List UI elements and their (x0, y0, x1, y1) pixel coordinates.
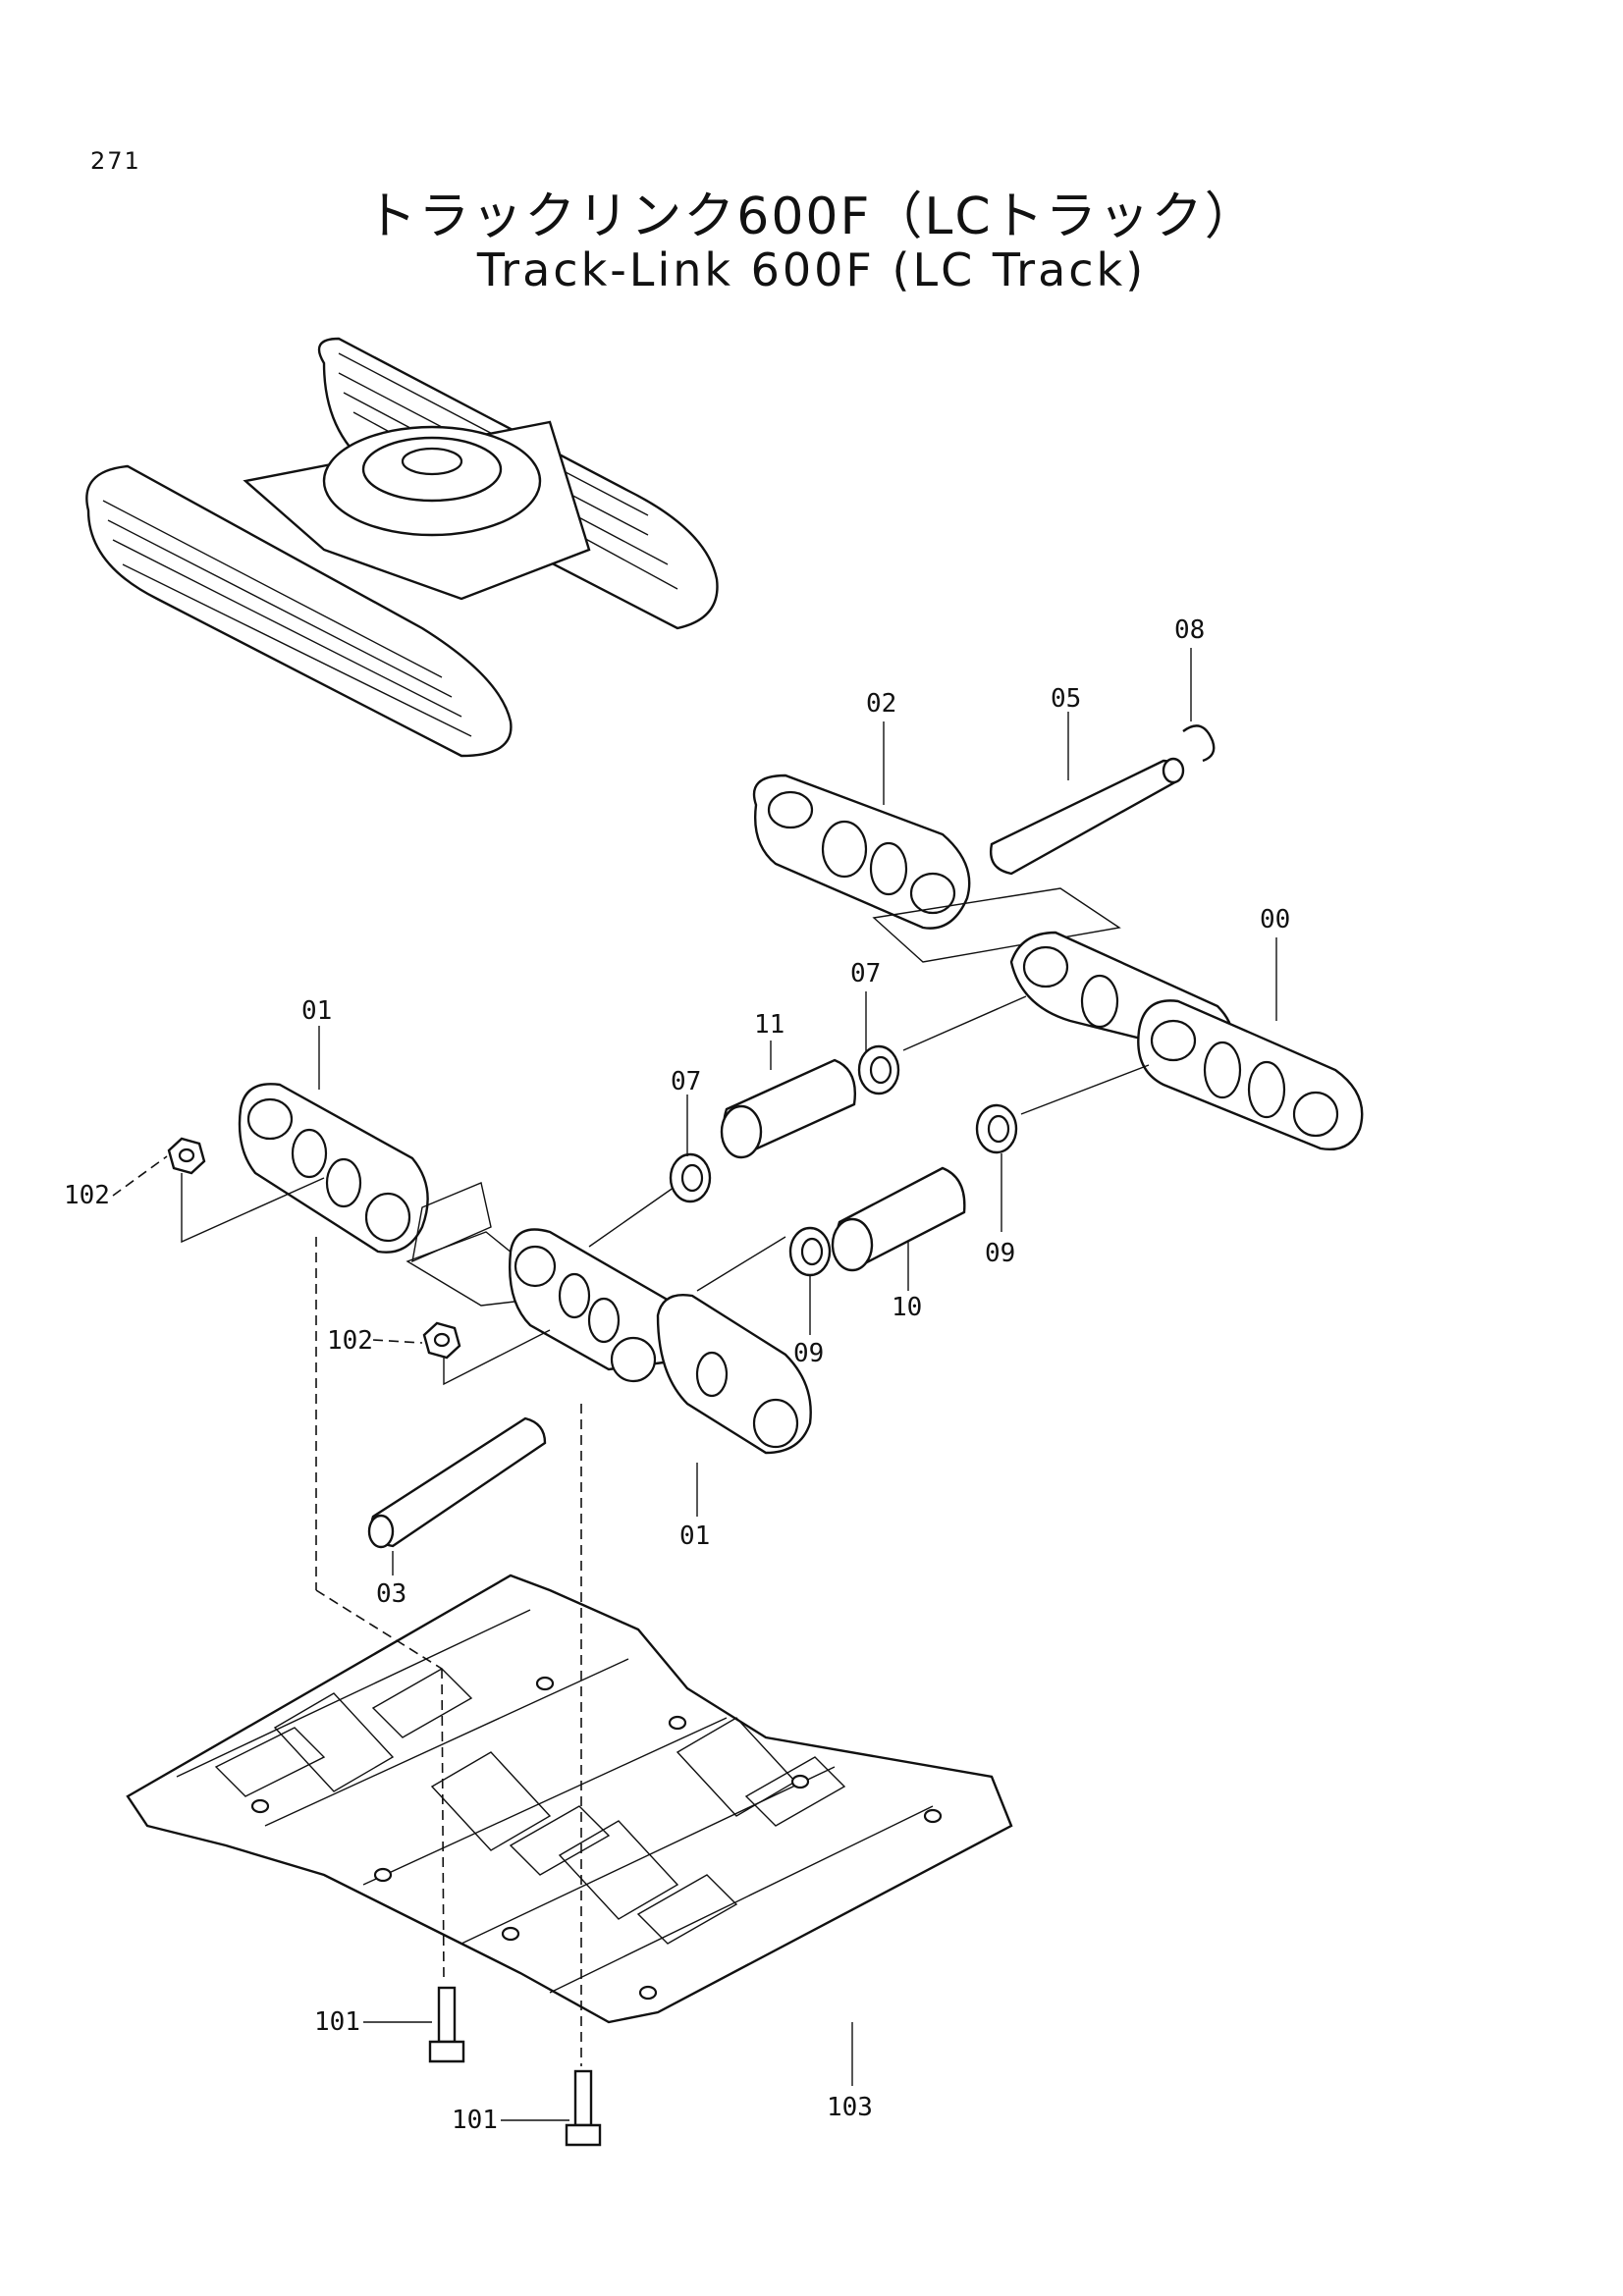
callout-102-upper: 102 (64, 1181, 110, 1210)
undercarriage-overview-illustration (85, 337, 719, 758)
link-01-center (509, 1228, 812, 1455)
retaining-ring-08 (1182, 724, 1216, 763)
callout-08: 08 (1174, 615, 1205, 645)
callout-03: 03 (376, 1579, 406, 1609)
callout-09-right: 09 (985, 1239, 1015, 1268)
nut-102-lower (422, 1321, 461, 1360)
callout-103: 103 (827, 2093, 873, 2122)
seal-07-lower (669, 1152, 712, 1203)
link-01-upper (238, 1083, 429, 1254)
callout-02: 02 (866, 689, 896, 719)
bolt-101-left (428, 1986, 465, 2063)
page-number: 271 (90, 147, 141, 175)
callout-00: 00 (1260, 905, 1290, 934)
callout-101-right: 101 (452, 2106, 498, 2135)
bushing-11 (720, 1058, 856, 1159)
nut-102-upper (167, 1137, 206, 1175)
seal-07-upper (857, 1044, 900, 1095)
bolt-101-right (565, 2069, 602, 2147)
callout-102-lower: 102 (327, 1326, 373, 1356)
title-english: Track-Link 600F (LC Track) (476, 243, 1147, 296)
callout-11: 11 (754, 1010, 784, 1040)
link-assembly-00 (1009, 931, 1364, 1150)
track-pin-03 (367, 1416, 547, 1549)
callout-10: 10 (892, 1293, 922, 1322)
callout-07-upper: 07 (850, 959, 881, 988)
callout-101-left: 101 (314, 2007, 360, 2037)
callout-05: 05 (1051, 684, 1081, 714)
seal-09-right (975, 1103, 1018, 1154)
master-link-02 (752, 774, 971, 930)
callout-01-upper: 01 (301, 996, 332, 1026)
seal-09-left (788, 1226, 832, 1277)
track-shoes-103 (126, 1574, 1013, 2024)
title-japanese: トラックリンク600F（LCトラック） (365, 187, 1258, 246)
master-pin-05 (990, 757, 1185, 876)
callout-09-left: 09 (793, 1339, 824, 1368)
callout-07-lower: 07 (671, 1067, 701, 1096)
bushing-10 (831, 1166, 966, 1272)
callout-01-lower: 01 (679, 1522, 710, 1551)
